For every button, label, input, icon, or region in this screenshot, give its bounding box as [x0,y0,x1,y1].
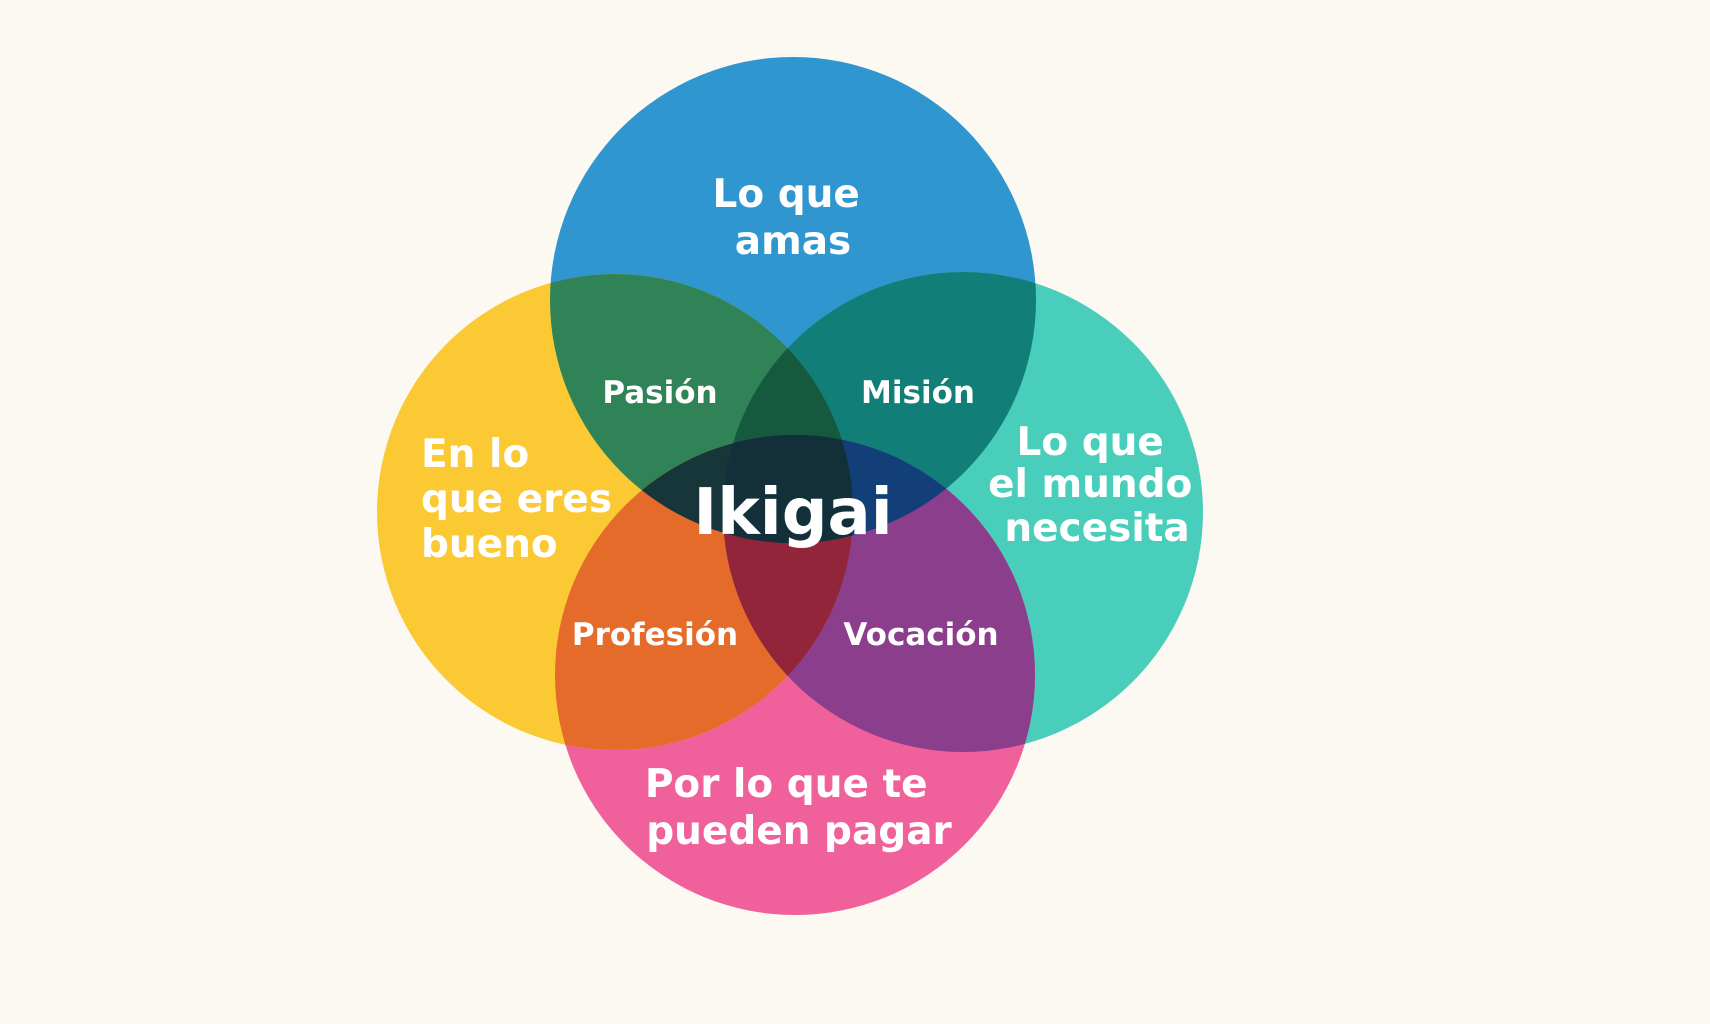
label-mision: Misión [861,375,975,411]
label-en-lo-que-eres-bueno: En lo que eres bueno [421,432,626,567]
label-pasion: Pasión [602,375,717,411]
label-por-lo-que-te-pueden-pagar: Por lo que te pueden pagar [645,762,953,854]
intersection-vocacion [723,435,1035,752]
label-ikigai: Ikigai [693,476,892,550]
label-profesion: Profesión [572,617,738,653]
label-vocacion: Vocación [843,617,998,653]
label-lo-que-el-mundo-necesita: Lo que el mundo necesita [988,420,1206,551]
label-lo-que-amas: Lo que amas [713,172,874,264]
